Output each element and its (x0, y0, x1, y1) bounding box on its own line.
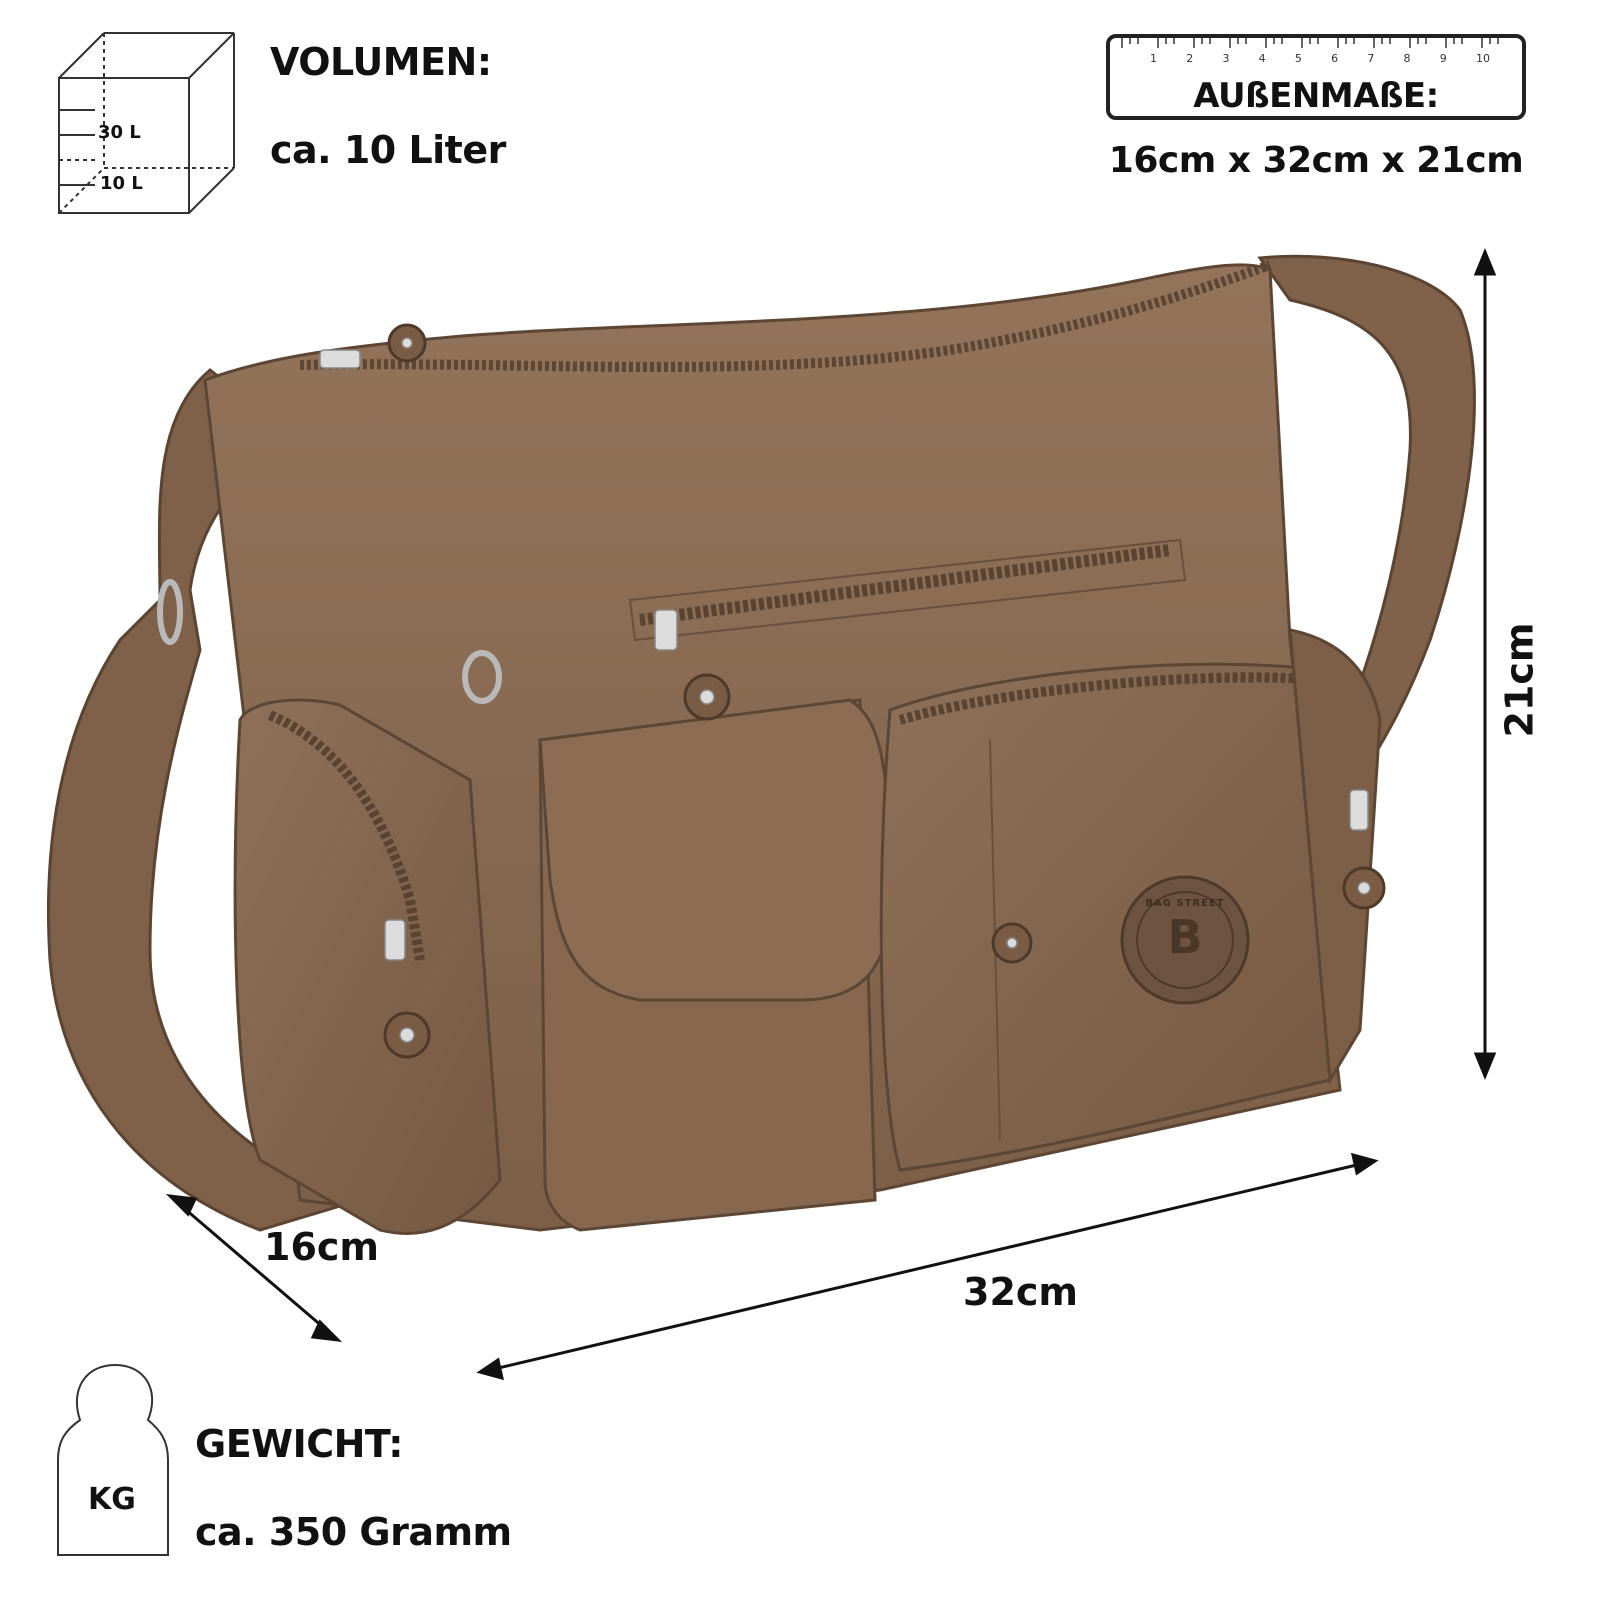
cube-label-10l: 10 L (100, 173, 143, 194)
cube-label-30l: 30 L (98, 122, 141, 143)
ruler-icon: 1 2 3 4 5 6 7 8 9 10 AUßENMAßE: (1106, 34, 1526, 120)
ruler-number: 1 (1150, 52, 1157, 65)
ruler-number: 10 (1475, 52, 1490, 65)
height-label: 21cm (1497, 622, 1542, 738)
brand-badge-text: BAG STREET (1145, 898, 1225, 909)
ruler-number: 9 (1439, 52, 1447, 65)
dimensions-value: 16cm x 32cm x 21cm (1108, 140, 1524, 181)
volume-heading: VOLUMEN: (270, 40, 492, 84)
brand-badge (1120, 875, 1250, 1005)
left-side-pocket (233, 698, 502, 1235)
weight-icon-label: KG (88, 1482, 136, 1517)
shoulder-strap (46, 368, 365, 1232)
depth-label: 16cm (264, 1225, 380, 1269)
front-pocket-flap (538, 698, 892, 1002)
weight-value: ca. 350 Gramm (195, 1510, 512, 1554)
volume-value: ca. 10 Liter (270, 128, 506, 172)
width-label: 32cm (963, 1270, 1079, 1314)
ruler-number: 4 (1258, 52, 1266, 65)
ruler-number: 3 (1222, 52, 1230, 65)
dimensions-heading: AUßENMAßE: (1193, 76, 1439, 116)
ruler-number: 8 (1403, 52, 1411, 65)
ruler-number: 5 (1294, 52, 1302, 65)
brand-badge-letter: B (1167, 910, 1203, 964)
ruler-number: 7 (1367, 52, 1375, 65)
weight-heading: GEWICHT: (195, 1422, 403, 1466)
ruler-number: 6 (1331, 52, 1339, 65)
ruler-number: 2 (1186, 52, 1194, 65)
ruler-numbers: 1 2 3 4 5 6 7 8 9 10 (1150, 52, 1490, 65)
front-right-pocket (879, 662, 1344, 1172)
